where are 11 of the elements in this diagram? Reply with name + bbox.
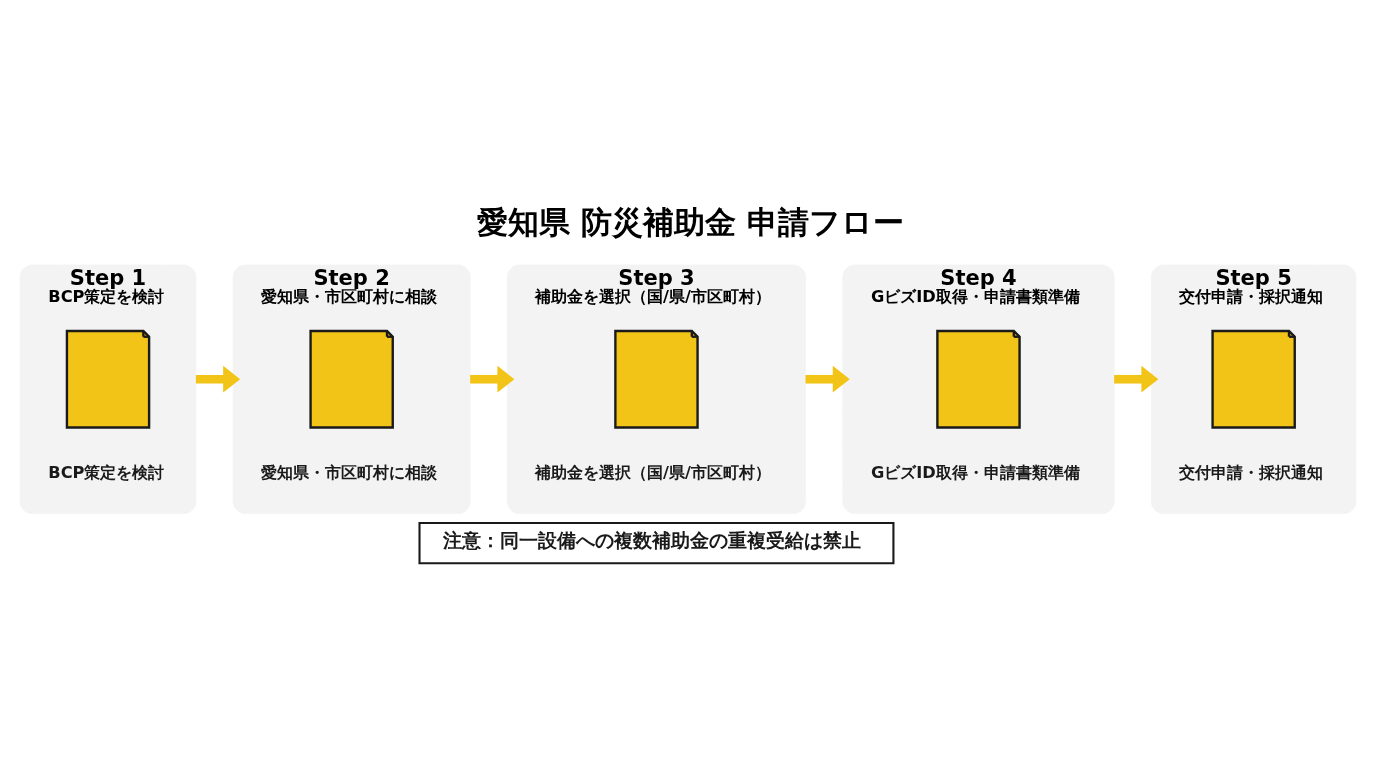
arrow [805, 365, 850, 393]
cluster: Step 3 補助金を選択（国/県/市区町村） 補助金を選択（国/県/市区町村） [506, 264, 806, 514]
cluster: Step 2 愛知県・市区町村に相談 愛知県・市区町村に相談 [232, 264, 471, 514]
cluster: Step 5 交付申請・採択通知 交付申請・採択通知 [1150, 264, 1357, 514]
arrow [470, 365, 515, 393]
diagram-title: 愛知県 防災補助金 申請フロー [477, 204, 904, 240]
arrow [1114, 365, 1159, 393]
cluster: Step 4 GビズID取得・申請書類準備 GビズID取得・申請書類準備 [842, 264, 1115, 514]
cluster: Step 1 BCP策定を検討 BCP策定を検討 [19, 264, 197, 514]
arrow [195, 365, 241, 393]
node-box: 注意：同一設備への複数補助金の重複受給は禁止 [418, 521, 895, 564]
